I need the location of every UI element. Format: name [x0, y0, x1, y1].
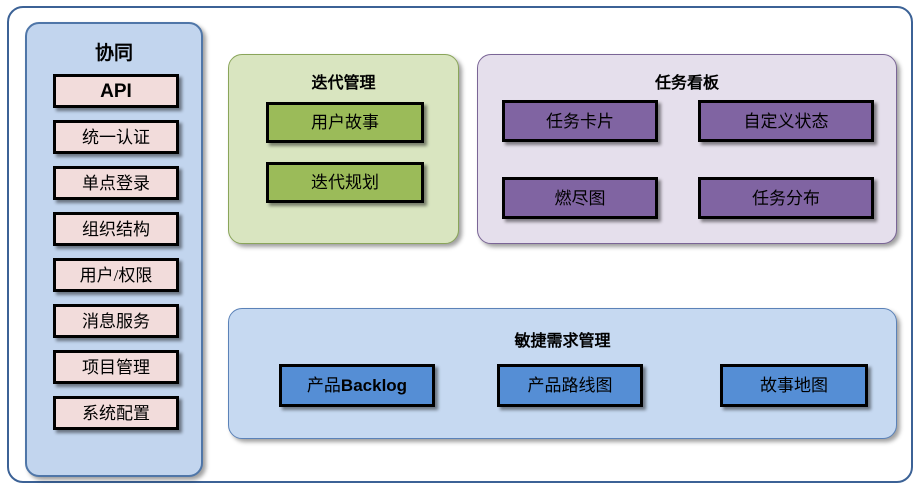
taskboard-item-burndown-chart-label: 燃尽图 — [554, 188, 606, 208]
collaboration-item-message-service[interactable]: 消息服务 — [53, 304, 179, 338]
taskboard-item-burndown-chart[interactable]: 燃尽图 — [502, 177, 658, 219]
collaboration-item-message-service-label: 消息服务 — [82, 311, 150, 331]
panel-iteration-management-title: 迭代管理 — [311, 75, 376, 92]
iteration-item-iteration-planning[interactable]: 迭代规划 — [266, 162, 424, 203]
taskboard-item-task-card-label: 任务卡片 — [546, 111, 614, 131]
panel-taskboard-title: 任务看板 — [654, 75, 719, 92]
collaboration-item-unified-auth-label: 统一认证 — [82, 127, 150, 147]
collaboration-item-user-permission-label: 用户/权限 — [79, 265, 153, 285]
panel-iteration-management: 迭代管理 用户故事 迭代规划 — [228, 54, 459, 244]
agile-item-story-map[interactable]: 故事地图 — [720, 364, 868, 407]
panel-agile-requirements: 敏捷需求管理 产品Backlog 产品路线图 故事地图 — [228, 308, 897, 439]
panel-collaboration-title: 协同 — [94, 43, 133, 64]
iteration-item-user-story[interactable]: 用户故事 — [266, 102, 424, 143]
iteration-item-user-story-label: 用户故事 — [311, 113, 379, 132]
collaboration-item-single-sign-on[interactable]: 单点登录 — [53, 166, 179, 200]
agile-item-product-roadmap-label: 产品路线图 — [527, 376, 613, 395]
collaboration-item-single-sign-on-label: 单点登录 — [82, 173, 150, 193]
collaboration-item-api[interactable]: API — [53, 74, 179, 108]
agile-item-product-roadmap[interactable]: 产品路线图 — [497, 364, 643, 407]
panel-taskboard: 任务看板 任务卡片 自定义状态 燃尽图 任务分布 — [477, 54, 897, 244]
agile-item-product-backlog-label-prefix: 产品 — [306, 376, 341, 395]
collaboration-item-user-permission[interactable]: 用户/权限 — [53, 258, 179, 292]
taskboard-item-task-distribution-label: 任务分布 — [752, 188, 820, 208]
agile-item-product-backlog[interactable]: 产品Backlog — [279, 364, 435, 407]
collaboration-item-system-config[interactable]: 系统配置 — [53, 396, 179, 430]
agile-item-story-map-label: 故事地图 — [760, 376, 828, 395]
collaboration-item-project-management-label: 项目管理 — [82, 357, 150, 377]
taskboard-item-custom-status[interactable]: 自定义状态 — [698, 100, 874, 142]
collaboration-item-org-structure[interactable]: 组织结构 — [53, 212, 179, 246]
collaboration-item-org-structure-label: 组织结构 — [82, 219, 150, 239]
collaboration-item-project-management[interactable]: 项目管理 — [53, 350, 179, 384]
collaboration-item-system-config-label: 系统配置 — [82, 403, 150, 423]
taskboard-item-custom-status-label: 自定义状态 — [743, 111, 829, 131]
taskboard-item-task-card[interactable]: 任务卡片 — [502, 100, 658, 142]
collaboration-item-api-label: API — [100, 80, 132, 102]
iteration-item-iteration-planning-label: 迭代规划 — [311, 173, 379, 192]
agile-item-product-backlog-label-suffix: Backlog — [340, 376, 408, 395]
diagram-outer-frame: 协同 API 统一认证 单点登录 组织结构 用户/权限 消息服务 项目管理 系统… — [7, 6, 913, 483]
panel-agile-requirements-title: 敏捷需求管理 — [514, 333, 611, 350]
agile-item-product-backlog-label: 产品Backlog — [307, 377, 407, 394]
taskboard-item-task-distribution[interactable]: 任务分布 — [698, 177, 874, 219]
collaboration-item-unified-auth[interactable]: 统一认证 — [53, 120, 179, 154]
panel-collaboration: 协同 API 统一认证 单点登录 组织结构 用户/权限 消息服务 项目管理 系统… — [25, 22, 203, 477]
